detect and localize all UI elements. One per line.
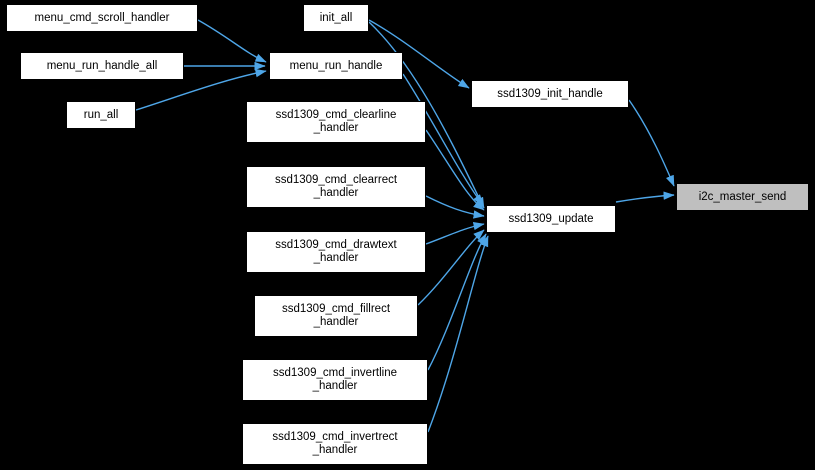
node-i2c_master_send[interactable]: i2c_master_send: [676, 183, 809, 211]
edge-ssd1309_cmd_clearrect_handler-to-ssd1309_update: [425, 195, 485, 219]
node-menu_cmd_scroll_handler[interactable]: menu_cmd_scroll_handler: [6, 4, 198, 32]
node-ssd1309_update[interactable]: ssd1309_update: [486, 205, 616, 233]
node-menu_run_handle[interactable]: menu_run_handle: [269, 52, 403, 80]
edge-ssd1309_cmd_clearline_handler-to-ssd1309_update: [425, 129, 485, 211]
edge-init_all-to-ssd1309_init_handle: [368, 19, 470, 89]
edge-ssd1309_update-to-i2c_master_send: [615, 191, 675, 203]
node-menu_run_handle_all[interactable]: menu_run_handle_all: [20, 52, 184, 80]
edge-ssd1309_cmd_invertrect_handler-to-ssd1309_update: [427, 235, 489, 433]
node-ssd1309_cmd_invertline_handler[interactable]: ssd1309_cmd_invertline _handler: [242, 359, 428, 401]
node-ssd1309_cmd_clearrect_handler[interactable]: ssd1309_cmd_clearrect _handler: [246, 166, 426, 208]
edge-ssd1309_init_handle-to-i2c_master_send: [628, 99, 675, 187]
edge-menu_cmd_scroll_handler-to-menu_run_handle: [197, 19, 267, 63]
node-ssd1309_cmd_drawtext_handler[interactable]: ssd1309_cmd_drawtext _handler: [246, 231, 426, 273]
edge-run_all-to-menu_run_handle: [135, 68, 267, 111]
node-ssd1309_cmd_clearline_handler[interactable]: ssd1309_cmd_clearline _handler: [246, 101, 426, 143]
node-init_all[interactable]: init_all: [303, 4, 369, 32]
node-ssd1309_init_handle[interactable]: ssd1309_init_handle: [471, 80, 629, 108]
edge-init_all-to-ssd1309_update: [368, 21, 485, 209]
node-ssd1309_cmd_fillrect_handler[interactable]: ssd1309_cmd_fillrect _handler: [254, 295, 418, 337]
edges-group: [135, 19, 675, 433]
node-run_all[interactable]: run_all: [66, 101, 136, 129]
node-ssd1309_cmd_invertrect_handler[interactable]: ssd1309_cmd_invertrect _handler: [242, 423, 428, 465]
edge-ssd1309_cmd_invertline_handler-to-ssd1309_update: [427, 233, 487, 371]
edge-menu_run_handle-to-ssd1309_update: [402, 73, 484, 206]
edge-ssd1309_cmd_fillrect_handler-to-ssd1309_update: [417, 229, 485, 306]
edge-ssd1309_cmd_drawtext_handler-to-ssd1309_update: [425, 221, 485, 245]
